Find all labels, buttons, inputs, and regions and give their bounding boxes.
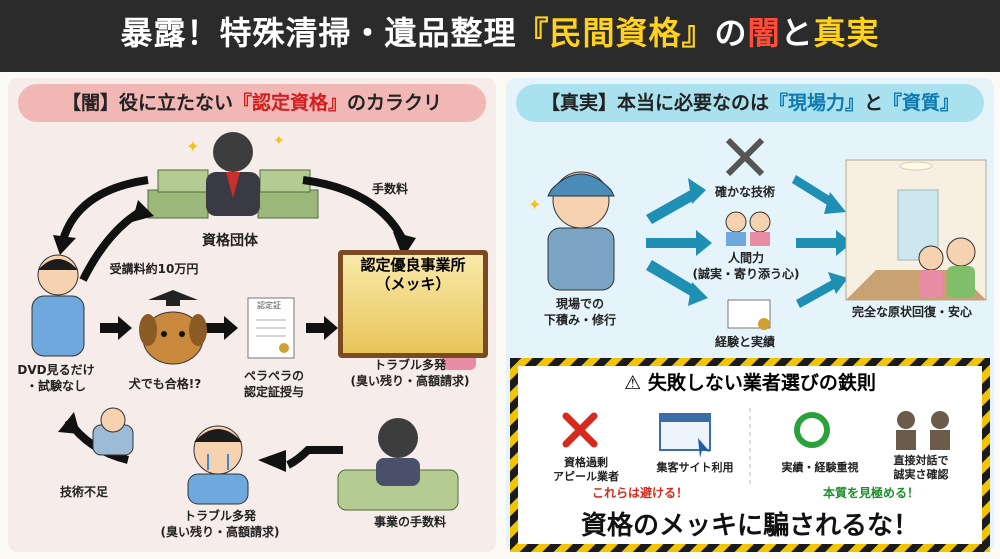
happy-couple-icon (918, 237, 976, 298)
bad-choice-1: 資格過剰 アピール業者 (553, 456, 619, 483)
good-note: 本質を見極める！ (822, 486, 919, 500)
worker-label: 現場での 下積み・修行 (543, 297, 616, 327)
right-heading-mid: と (864, 92, 884, 114)
title-bar (0, 0, 1000, 72)
right-illustrations: ✦ (528, 137, 987, 330)
website-icon (659, 413, 711, 458)
title-part3: の (714, 14, 748, 52)
right-heading-em1: 『現場力』 (768, 92, 864, 114)
paper-cert-label: 認定証 (257, 301, 281, 310)
org-label: 資格団体 (202, 233, 258, 249)
rules-title-text: 失敗しない業者選びの鉄則 (647, 372, 876, 394)
title-part1: 暴露！特殊清掃・遺品整理 (120, 14, 517, 52)
title-part2: 『民間資格』 (516, 14, 715, 52)
hazard-border (510, 358, 990, 552)
flow-arrows (59, 176, 407, 469)
boss-icon (206, 132, 260, 216)
cross-icon (562, 412, 598, 448)
left-heading: 【闇】役に立たない『認定資格』のカラクリ (18, 84, 486, 122)
certificate-icon (727, 299, 771, 330)
warning-icon: ⚠ (624, 372, 648, 394)
clumsy-worker-icon (92, 407, 134, 456)
lack-skill-label: 技術不足 (59, 485, 108, 499)
people-icon (725, 211, 771, 246)
good-choice-1: 実績・経験重視 (781, 461, 859, 474)
circle-ok-icon (794, 412, 830, 448)
left-heading-post: のカラクリ (347, 92, 443, 114)
fee-label: 手数料 (371, 182, 408, 196)
left-heading-pre: 【闇】役に立たない (61, 92, 233, 114)
svg-text:✦: ✦ (528, 195, 541, 214)
right-heading-pre: 【真実】本当に必要なのは (540, 92, 769, 114)
left-heading-em: 『認定資格』 (232, 92, 347, 114)
certificate-paper-icon (247, 297, 295, 359)
worker-icon (547, 171, 615, 291)
title-part4: 闇 (747, 14, 781, 52)
good-choice-2: 直接対話で 誠実さ確認 (893, 454, 949, 481)
page-title: 暴露！特殊清掃・遺品整理『民間資格』の闇と真実 (0, 8, 1000, 54)
certificate-board (338, 250, 488, 358)
title-part5: と (780, 14, 814, 52)
crying-man-icon (187, 425, 249, 505)
certificate-board-title: 認定優良事業所 （メッキ） (360, 256, 466, 293)
slogan: 資格のメッキに騙されるな！ (580, 511, 919, 541)
rules-title: ⚠ 失敗しない業者選びの鉄則 (520, 368, 980, 395)
business-fee-label: 事業の手数料 (373, 515, 446, 529)
right-heading: 【真実】本当に必要なのは『現場力』と『資質』 (516, 84, 984, 122)
handshake-icon (896, 411, 950, 450)
left-illustrations: ✦ ✦ (31, 132, 478, 511)
rich-worker-icon (337, 418, 459, 511)
bad-choice-2: 集客サイト利用 (656, 461, 734, 474)
tuition-label: 受講料約10万円 (109, 262, 199, 276)
experience-label: 経験と実績 (714, 335, 775, 349)
bad-note: これらは避ける！ (591, 486, 688, 500)
result-label: 完全な原状回復・安心 (851, 305, 972, 319)
dog-icon (139, 290, 207, 365)
skill-label: 確かな技術 (714, 185, 775, 199)
learner-icon (31, 254, 85, 357)
paper-cert-caption: ペラペラの 認定証授与 (243, 369, 304, 399)
people-label: 人間力 (誠実・寄り添う心) (692, 251, 800, 281)
right-heading-em2: 『資質』 (883, 92, 960, 114)
svg-text:✦: ✦ (273, 133, 285, 149)
svg-text:✦: ✦ (186, 137, 199, 156)
tools-icon (725, 137, 765, 177)
title-part6: 真実 (813, 14, 880, 52)
dog-label: 犬でも合格!? (128, 377, 202, 391)
trouble-bottom-label: トラブル多発 (臭い残り・高額請求) (160, 509, 280, 539)
learner-label: DVD見るだけ ・試験なし (17, 363, 95, 393)
trouble-right-label: トラブル多発 (臭い残り・高額請求) (350, 358, 470, 388)
